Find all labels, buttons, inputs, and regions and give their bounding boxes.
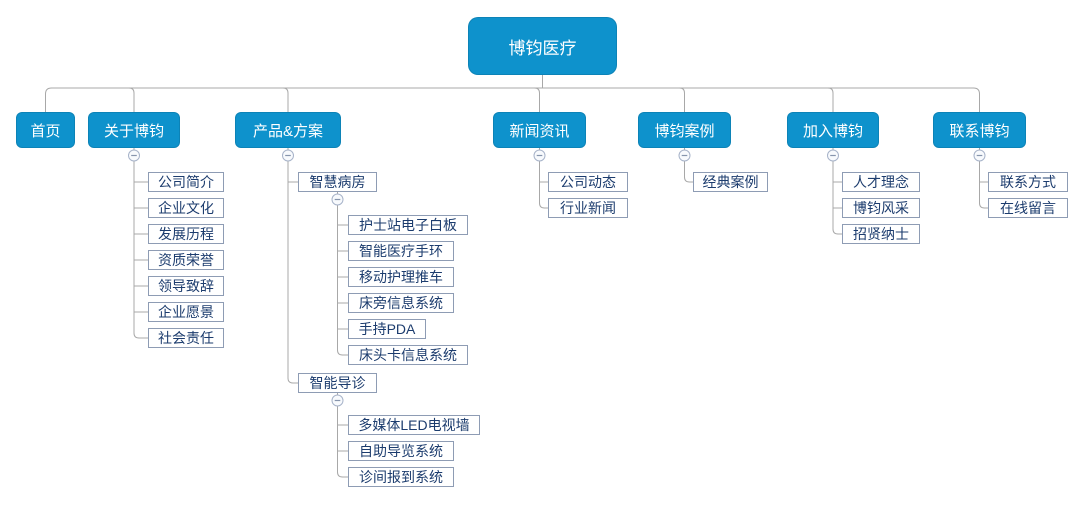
node-home[interactable]: 首页	[16, 112, 75, 148]
node-contact-info[interactable]: 联系方式	[988, 172, 1068, 192]
connector-line	[287, 148, 298, 384]
node-social-responsibility[interactable]: 社会责任	[148, 328, 224, 348]
node-industry-news[interactable]: 行业新闻	[548, 198, 628, 218]
node-corporate-culture[interactable]: 企业文化	[148, 198, 224, 218]
node-multimedia-led-wall[interactable]: 多媒体LED电视墙	[348, 415, 480, 435]
node-classic-cases[interactable]: 经典案例	[693, 172, 768, 192]
node-qualification-honor[interactable]: 资质荣誉	[148, 250, 224, 270]
node-bedhead-card-system[interactable]: 床头卡信息系统	[348, 345, 468, 365]
connector-line	[128, 87, 135, 112]
connector-line	[827, 87, 834, 112]
node-development-history[interactable]: 发展历程	[148, 224, 224, 244]
node-talent-concept[interactable]: 人才理念	[842, 172, 920, 192]
connector-line	[133, 148, 148, 339]
connector-line	[684, 148, 693, 183]
connector-line	[337, 192, 348, 356]
node-leader-speech[interactable]: 领导致辞	[148, 276, 224, 296]
node-smart-guidance[interactable]: 智能导诊	[298, 373, 377, 393]
node-join[interactable]: 加入博钧	[787, 112, 879, 148]
connector-line	[282, 87, 289, 112]
collapse-toggle[interactable]	[533, 149, 546, 162]
collapse-toggle[interactable]	[331, 193, 344, 206]
connector-line	[337, 393, 348, 478]
node-recruitment[interactable]: 招贤纳士	[842, 224, 920, 244]
node-contact[interactable]: 联系博钧	[933, 112, 1026, 148]
connector-line	[832, 148, 842, 235]
connector-line	[539, 148, 548, 209]
node-company-profile[interactable]: 公司简介	[148, 172, 224, 192]
node-online-message[interactable]: 在线留言	[988, 198, 1068, 218]
connector-line	[534, 87, 540, 112]
node-handheld-pda[interactable]: 手持PDA	[348, 319, 426, 339]
node-root[interactable]: 博钧医疗	[468, 17, 617, 75]
collapse-toggle[interactable]	[973, 149, 986, 162]
connector-line	[979, 148, 988, 209]
node-mobile-nursing-cart[interactable]: 移动护理推车	[348, 267, 454, 287]
collapse-toggle[interactable]	[331, 394, 344, 407]
node-clinic-checkin-system[interactable]: 诊间报到系统	[348, 467, 454, 487]
node-company-news[interactable]: 公司动态	[548, 172, 628, 192]
node-smart-ward[interactable]: 智慧病房	[298, 172, 377, 192]
collapse-toggle[interactable]	[678, 149, 691, 162]
collapse-toggle[interactable]	[282, 149, 294, 162]
collapse-toggle[interactable]	[827, 149, 839, 162]
connector-line	[45, 87, 980, 112]
node-self-guide-system[interactable]: 自助导览系统	[348, 441, 454, 461]
node-bojun-style[interactable]: 博钧风采	[842, 198, 920, 218]
node-about[interactable]: 关于博钧	[88, 112, 180, 148]
node-corporate-vision[interactable]: 企业愿景	[148, 302, 224, 322]
node-smart-medical-wristband[interactable]: 智能医疗手环	[348, 241, 454, 261]
node-products[interactable]: 产品&方案	[235, 112, 341, 148]
connector-line	[679, 87, 685, 112]
node-cases[interactable]: 博钧案例	[638, 112, 731, 148]
collapse-toggle[interactable]	[128, 149, 140, 162]
node-nurse-station-whiteboard[interactable]: 护士站电子白板	[348, 215, 468, 235]
node-news[interactable]: 新闻资讯	[493, 112, 586, 148]
node-bedside-info-system[interactable]: 床旁信息系统	[348, 293, 454, 313]
